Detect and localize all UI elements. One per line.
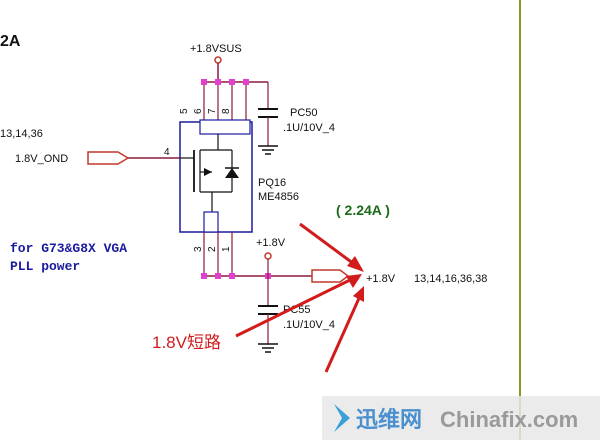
node-dot: [229, 79, 235, 85]
pin-6-label: 6: [193, 108, 204, 114]
current-annotation: ( 2.24A ): [336, 202, 390, 218]
watermark-en: Chinafix.com: [440, 407, 578, 432]
arrowhead-icon: [346, 274, 362, 288]
red-arrow-lower: [235, 278, 351, 338]
node-dot: [201, 273, 207, 279]
short-circuit-annotation: 1.8V短路: [152, 333, 221, 352]
note-line-2: PLL power: [10, 259, 80, 274]
pc50-value: .1U/10V_4: [283, 122, 335, 134]
red-arrow-bottom: [324, 295, 362, 373]
pq16-part: ME4856: [258, 191, 299, 203]
pin-8-label: 8: [221, 108, 232, 114]
net-vsus-label: +1.8VSUS: [190, 43, 242, 55]
net-v18-out-refs: 13,14,16,36,38: [414, 273, 487, 285]
watermark-band: [322, 396, 600, 440]
net-ond-refs: 13,14,36: [0, 128, 43, 140]
body-diode-icon: [225, 168, 239, 178]
net-v18-top-label: +1.8V: [256, 237, 286, 249]
partial-title: 2A: [0, 33, 21, 50]
v18-terminal: [264, 252, 272, 260]
net-ond-label: 1.8V_OND: [15, 153, 68, 165]
node-dot: [215, 79, 221, 85]
pc55-value: .1U/10V_4: [283, 319, 335, 331]
ond-input-port: [87, 151, 130, 165]
watermark-logo-icon: [334, 404, 350, 432]
node-dot: [215, 273, 221, 279]
pq16-ref: PQ16: [258, 177, 286, 189]
note-line-1: for G73&G8X VGA: [10, 241, 127, 256]
vsus-terminal: [214, 56, 222, 64]
net-v18-out-label: +1.8V: [366, 273, 396, 285]
arrowhead-icon: [347, 256, 364, 272]
node-dot: [201, 79, 207, 85]
pin-5-label: 5: [179, 108, 190, 114]
pc55-ref: PC55: [283, 304, 311, 316]
pin-1-label: 1: [221, 246, 232, 252]
watermark-cn: 迅维网: [356, 407, 422, 432]
pin-7-label: 7: [207, 108, 218, 114]
pin-2-label: 2: [207, 246, 218, 252]
node-dot: [229, 273, 235, 279]
node-dot: [243, 79, 249, 85]
pq16-drain-pads: [199, 119, 251, 135]
red-arrow-upper: [299, 222, 355, 266]
pq16-source-pad: [203, 211, 219, 233]
pin-3-label: 3: [193, 246, 204, 252]
pc50-ref: PC50: [290, 107, 318, 119]
arrowhead-icon: [353, 286, 364, 302]
pin-4-label: 4: [164, 147, 170, 158]
mosfet-arrow-icon: [204, 168, 212, 176]
v18-output-port: [311, 269, 350, 283]
